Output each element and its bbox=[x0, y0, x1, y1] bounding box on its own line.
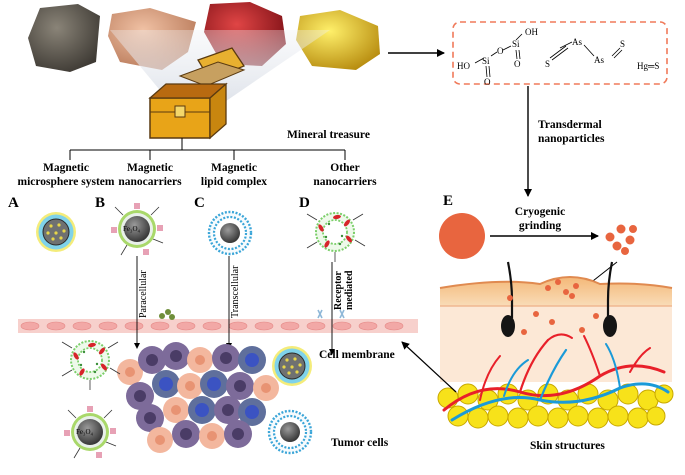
chemical-bonds bbox=[474, 33, 623, 78]
bulk-mineral-particle bbox=[439, 213, 485, 259]
cell-membrane bbox=[18, 309, 418, 333]
chem-o-double-1: O bbox=[484, 77, 491, 87]
fe3o4-label: Fe₃O₄ bbox=[123, 225, 140, 233]
paracellular-label: Paracellular bbox=[138, 270, 149, 318]
tumor-cells-label: Tumor cells bbox=[331, 437, 389, 449]
chem-as-2: As bbox=[594, 55, 605, 65]
tumor-microsphere bbox=[271, 345, 313, 387]
chem-oh: OH bbox=[525, 27, 538, 37]
treasure-chest-icon bbox=[148, 47, 246, 140]
chem-hgs: Hg═S bbox=[637, 61, 660, 71]
fe3o4-label-tumor: Fe₃O₄ bbox=[76, 428, 93, 436]
category-tree-lines bbox=[69, 138, 346, 160]
chem-as-1: As bbox=[572, 37, 583, 47]
lipid-complex-particle bbox=[207, 210, 253, 256]
route-arrows bbox=[134, 256, 335, 355]
category-b-line2: nanocarriers bbox=[118, 176, 182, 188]
tumor-cell-cluster bbox=[117, 342, 279, 453]
transdermal-label-1: Transdermal bbox=[538, 119, 602, 131]
panel-letter-d: D bbox=[299, 195, 310, 211]
category-c-line1: Magnetic bbox=[211, 162, 257, 174]
tumor-nanocarrier-1 bbox=[61, 340, 121, 391]
cryogenic-label-2: grinding bbox=[518, 220, 562, 232]
receptor-label-2: mediated bbox=[344, 270, 355, 310]
chem-si-2: Si bbox=[482, 56, 490, 66]
other-nanocarrier-particle bbox=[306, 212, 366, 263]
chemistry-box bbox=[452, 21, 668, 85]
panel-letter-b: B bbox=[95, 195, 106, 211]
panel-letter-c: C bbox=[194, 195, 205, 211]
mineral-treasure-label: Mineral treasure bbox=[287, 129, 370, 141]
receptor-label-1: Receptor bbox=[333, 271, 344, 310]
chem-ho: HO bbox=[457, 61, 470, 71]
category-a-line1: Magnetic bbox=[43, 162, 89, 174]
chem-o-bridge: O bbox=[497, 46, 504, 56]
microsphere-particle bbox=[35, 211, 77, 253]
category-d-line1: Other bbox=[330, 162, 360, 174]
chem-s-2: S bbox=[620, 39, 626, 49]
cryogenic-label-1: Cryogenic bbox=[514, 206, 566, 218]
chem-o-double-2: O bbox=[514, 59, 521, 69]
panel-letter-a: A bbox=[8, 195, 19, 211]
panel-letter-e: E bbox=[443, 193, 454, 209]
category-d-line2: nanocarriers bbox=[313, 176, 377, 188]
transcellular-label: Transcellular bbox=[230, 265, 241, 318]
skin-to-membrane-arrow bbox=[401, 341, 457, 393]
category-c-line2: lipid complex bbox=[200, 176, 268, 188]
tumor-lipid-complex bbox=[267, 409, 313, 455]
category-b-line1: Magnetic bbox=[127, 162, 173, 174]
chem-si-1: Si bbox=[512, 39, 520, 49]
category-a-line2: microsphere system bbox=[17, 176, 115, 188]
chem-s-1: S bbox=[545, 59, 551, 69]
transdermal-label-2: nanoparticles bbox=[538, 133, 605, 145]
skin-cross-section bbox=[437, 261, 674, 429]
skin-structures-label: Skin structures bbox=[530, 440, 605, 452]
ground-nanoparticles bbox=[605, 224, 637, 255]
cell-membrane-label: Cell membrane bbox=[319, 349, 395, 361]
